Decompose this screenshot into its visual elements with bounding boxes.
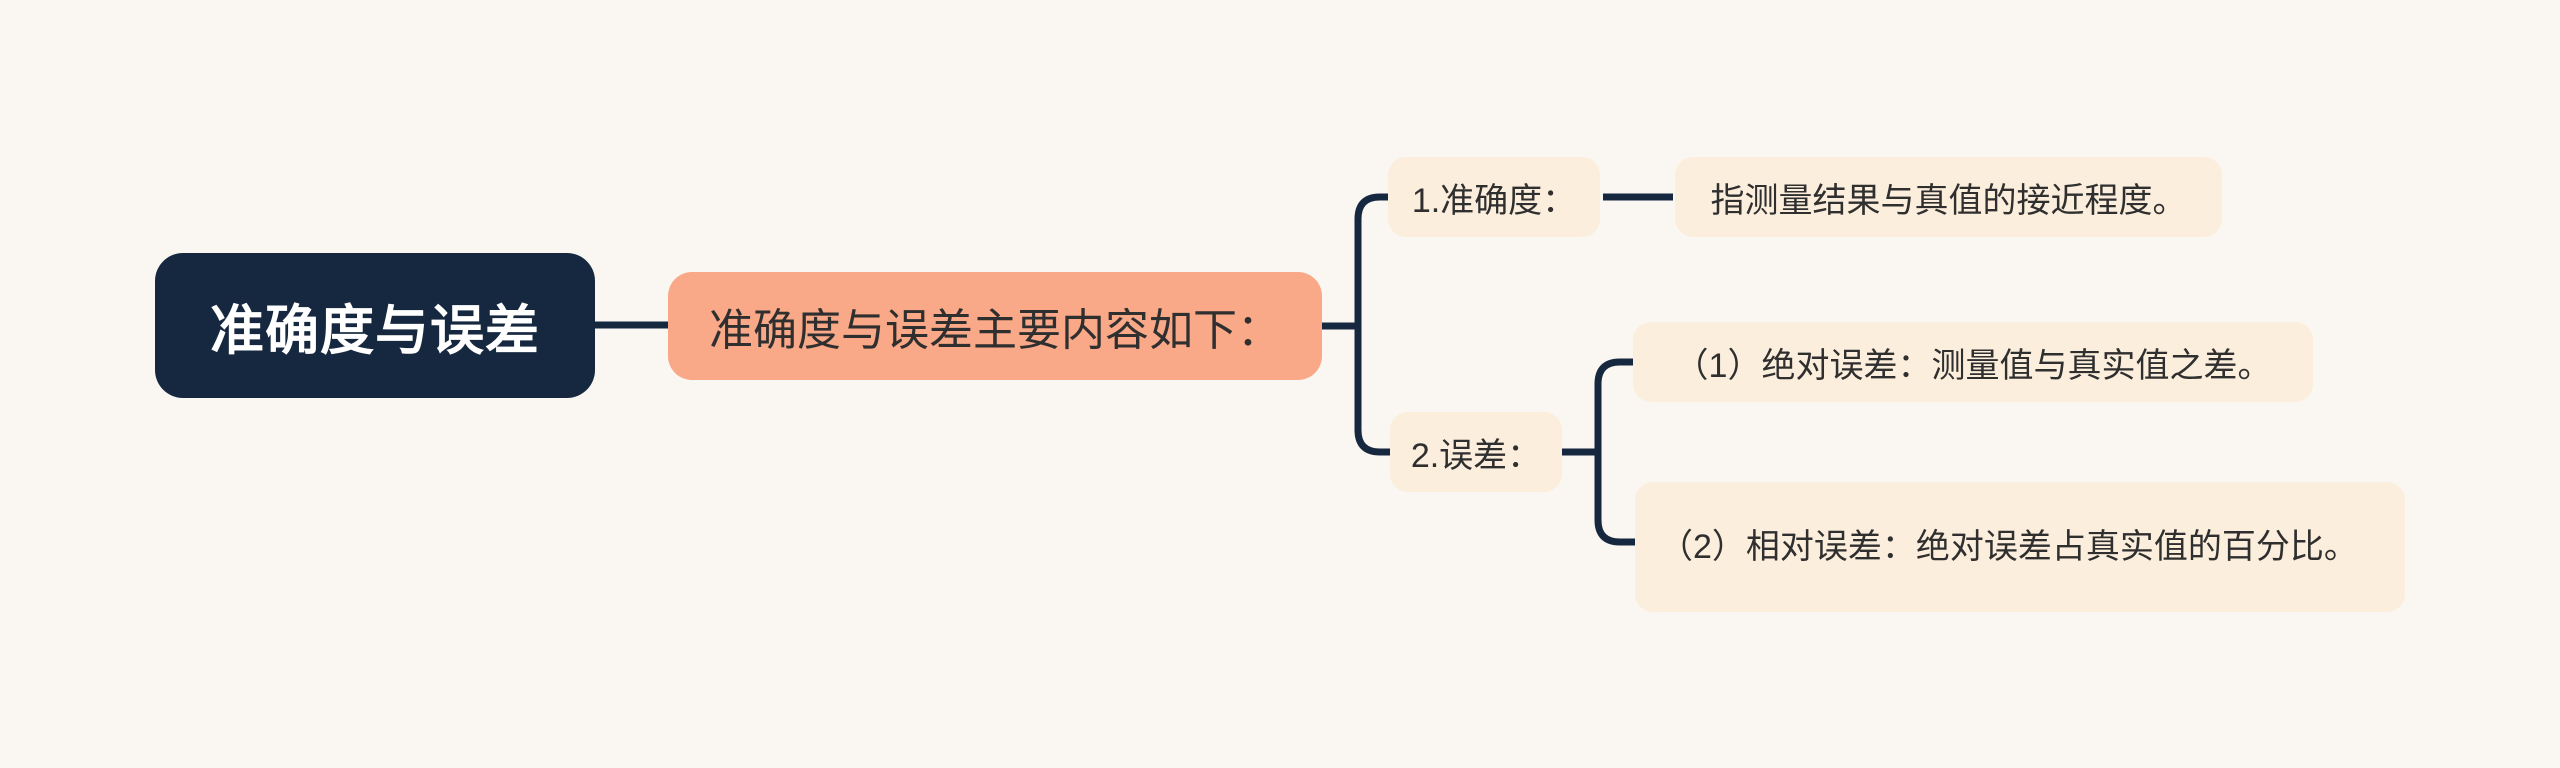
- accuracy-definition-label: 指测量结果与真值的接近程度。: [1710, 181, 2187, 220]
- branch-error-node[interactable]: 2.误差：: [1390, 412, 1562, 492]
- connector-branch2-bracket: [1594, 358, 1637, 546]
- root-node-label: 准确度与误差: [210, 301, 540, 361]
- relative-error-label: （2）相对误差：绝对误差占真实值的百分比。: [1659, 528, 2358, 566]
- branch-accuracy-label: 1.准确度：: [1411, 181, 1577, 220]
- absolute-error-label: （1）绝对误差：测量值与真实值之差。: [1674, 346, 2272, 385]
- relative-error-node[interactable]: （2）相对误差：绝对误差占真实值的百分比。: [1635, 482, 2405, 612]
- accuracy-definition-node[interactable]: 指测量结果与真值的接近程度。: [1675, 157, 2222, 237]
- branch-accuracy-node[interactable]: 1.准确度：: [1388, 157, 1600, 237]
- connector-main-bracket: [1354, 193, 1392, 456]
- main-topic-label: 准确度与误差主要内容如下：: [709, 306, 1281, 355]
- root-node[interactable]: 准确度与误差: [155, 253, 595, 398]
- absolute-error-node[interactable]: （1）绝对误差：测量值与真实值之差。: [1633, 322, 2313, 402]
- main-topic-node[interactable]: 准确度与误差主要内容如下：: [668, 272, 1322, 380]
- branch-error-label: 2.误差：: [1410, 436, 1542, 475]
